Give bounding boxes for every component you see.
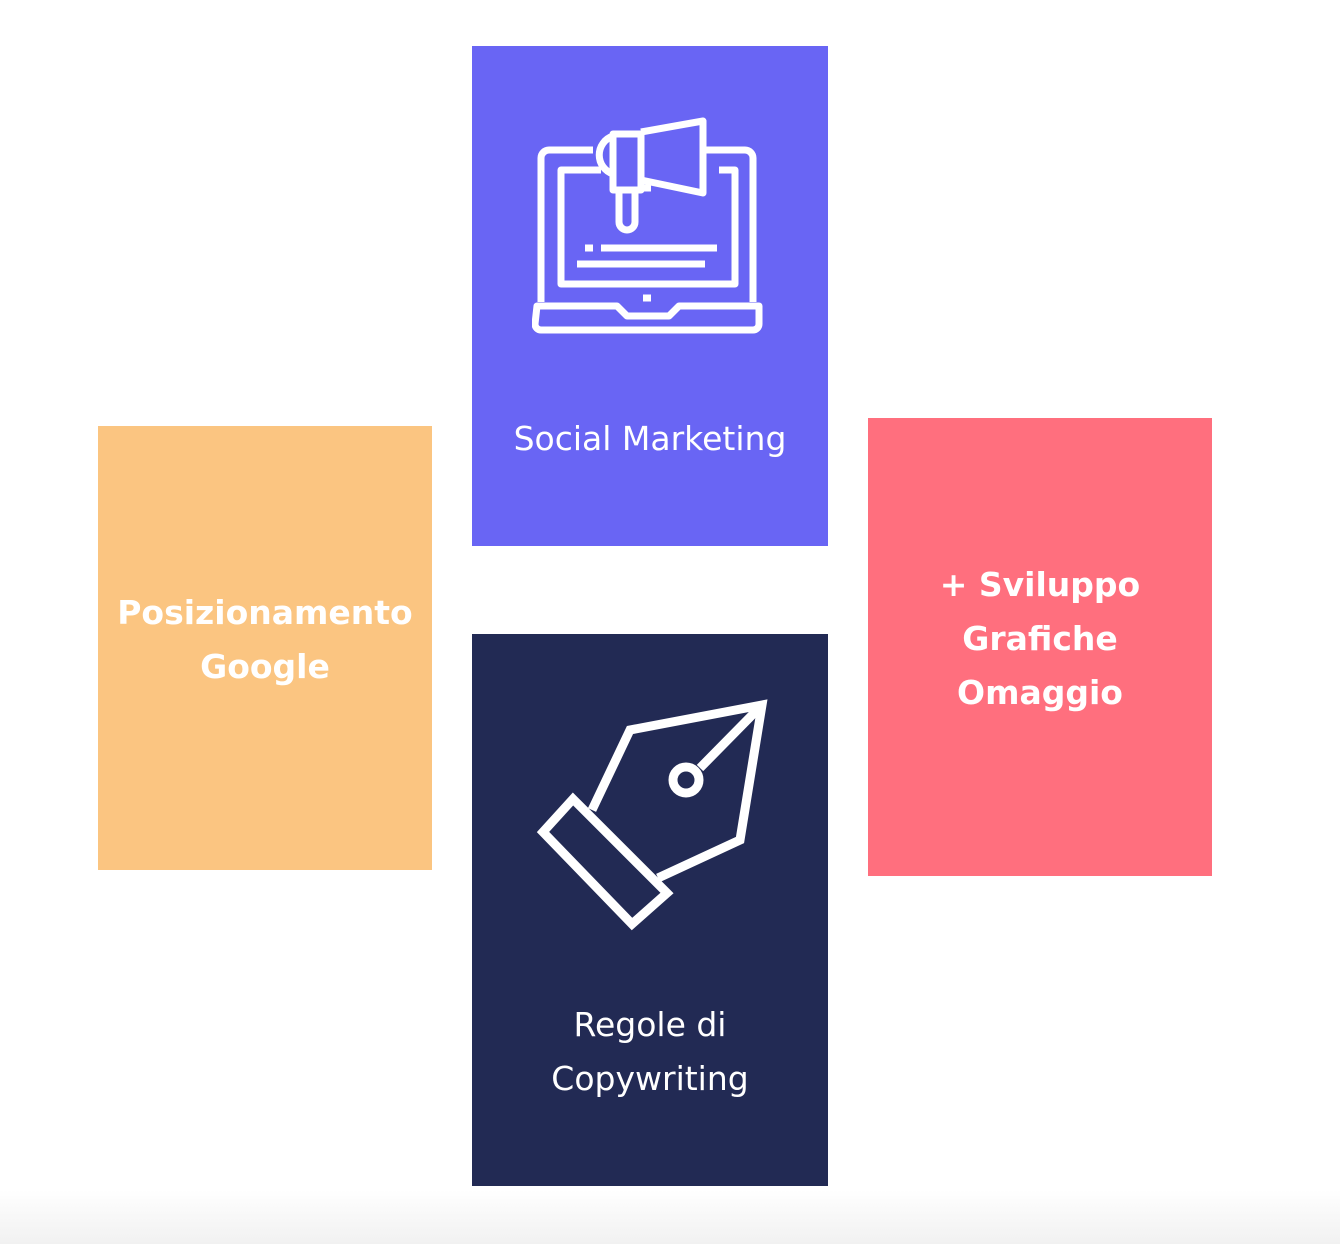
title-line: + Sviluppo — [939, 565, 1141, 604]
laptop-megaphone-icon — [532, 117, 763, 334]
card-title: Posizionamento Google — [98, 586, 432, 694]
title-line: Google — [200, 647, 330, 686]
card-title: Regole di Copywriting — [472, 998, 828, 1106]
pen-nib-icon — [536, 699, 768, 931]
title-line: Omaggio — [957, 673, 1123, 712]
title-line: Regole di — [573, 1005, 727, 1044]
card-regole-copywriting[interactable]: Regole di Copywriting — [472, 634, 828, 1186]
card-title: Social Marketing — [513, 419, 787, 458]
title-line: Posizionamento — [117, 593, 413, 632]
card-posizionamento-google[interactable]: Posizionamento Google — [98, 426, 432, 870]
card-social-marketing[interactable]: Social Marketing — [472, 46, 828, 546]
title-line: Grafiche — [962, 619, 1118, 658]
card-sviluppo-grafiche[interactable]: + Sviluppo Grafiche Omaggio — [868, 418, 1212, 876]
card-title: + Sviluppo Grafiche Omaggio — [868, 558, 1212, 720]
title-line: Copywriting — [551, 1059, 749, 1098]
